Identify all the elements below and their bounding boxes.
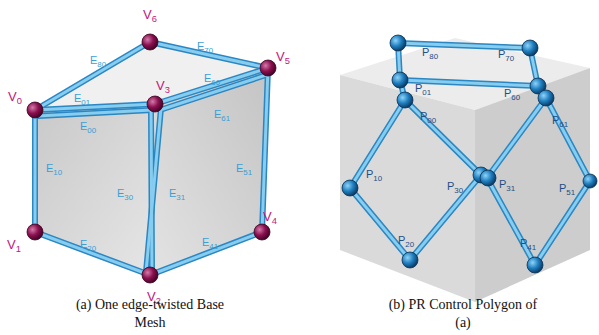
- base-mesh-edges: [35, 42, 268, 275]
- edge-label: E00: [80, 121, 96, 134]
- control-polygon: [350, 43, 590, 265]
- edge-label: E51: [236, 163, 252, 176]
- point-label: P61: [552, 115, 568, 128]
- edge-label: E30: [117, 188, 133, 201]
- caption-text: (a) One edge-twisted Base Mesh: [75, 296, 225, 332]
- point-label: P60: [504, 88, 520, 101]
- point-label: P30: [447, 181, 463, 194]
- edge-label: E80: [90, 55, 106, 68]
- point-label: P00: [420, 111, 436, 124]
- vertex-label: V1: [7, 238, 21, 254]
- vertex-label: V6: [143, 8, 157, 24]
- point-label: P70: [498, 49, 514, 62]
- point-label: P80: [422, 47, 438, 60]
- edge-label: E20: [80, 239, 96, 252]
- edge-label: E41: [202, 237, 218, 250]
- base-mesh-faces: [35, 42, 268, 275]
- point-label: P41: [520, 238, 536, 251]
- vertex-label: V3: [156, 79, 170, 95]
- vertex-dots: [27, 34, 276, 283]
- caption-text: (b) PR Control Polygon of (a): [381, 296, 546, 332]
- edge-label: E31: [169, 188, 185, 201]
- vertex-label: V0: [8, 90, 22, 106]
- point-label: P51: [559, 183, 575, 196]
- edge-label: E10: [46, 163, 62, 176]
- edge-label: E01: [74, 93, 90, 106]
- point-label: P10: [366, 169, 382, 182]
- edge-label: E61: [214, 109, 230, 122]
- point-label: P01: [415, 83, 431, 96]
- vertex-label: V5: [276, 50, 290, 66]
- point-label: P20: [398, 235, 414, 248]
- edge-label: E70: [197, 41, 213, 54]
- solid-cube: [340, 38, 590, 302]
- edge-label: E60: [204, 73, 220, 86]
- control-points: [342, 35, 597, 273]
- point-label: P31: [499, 179, 515, 192]
- vertex-label: V4: [263, 210, 277, 226]
